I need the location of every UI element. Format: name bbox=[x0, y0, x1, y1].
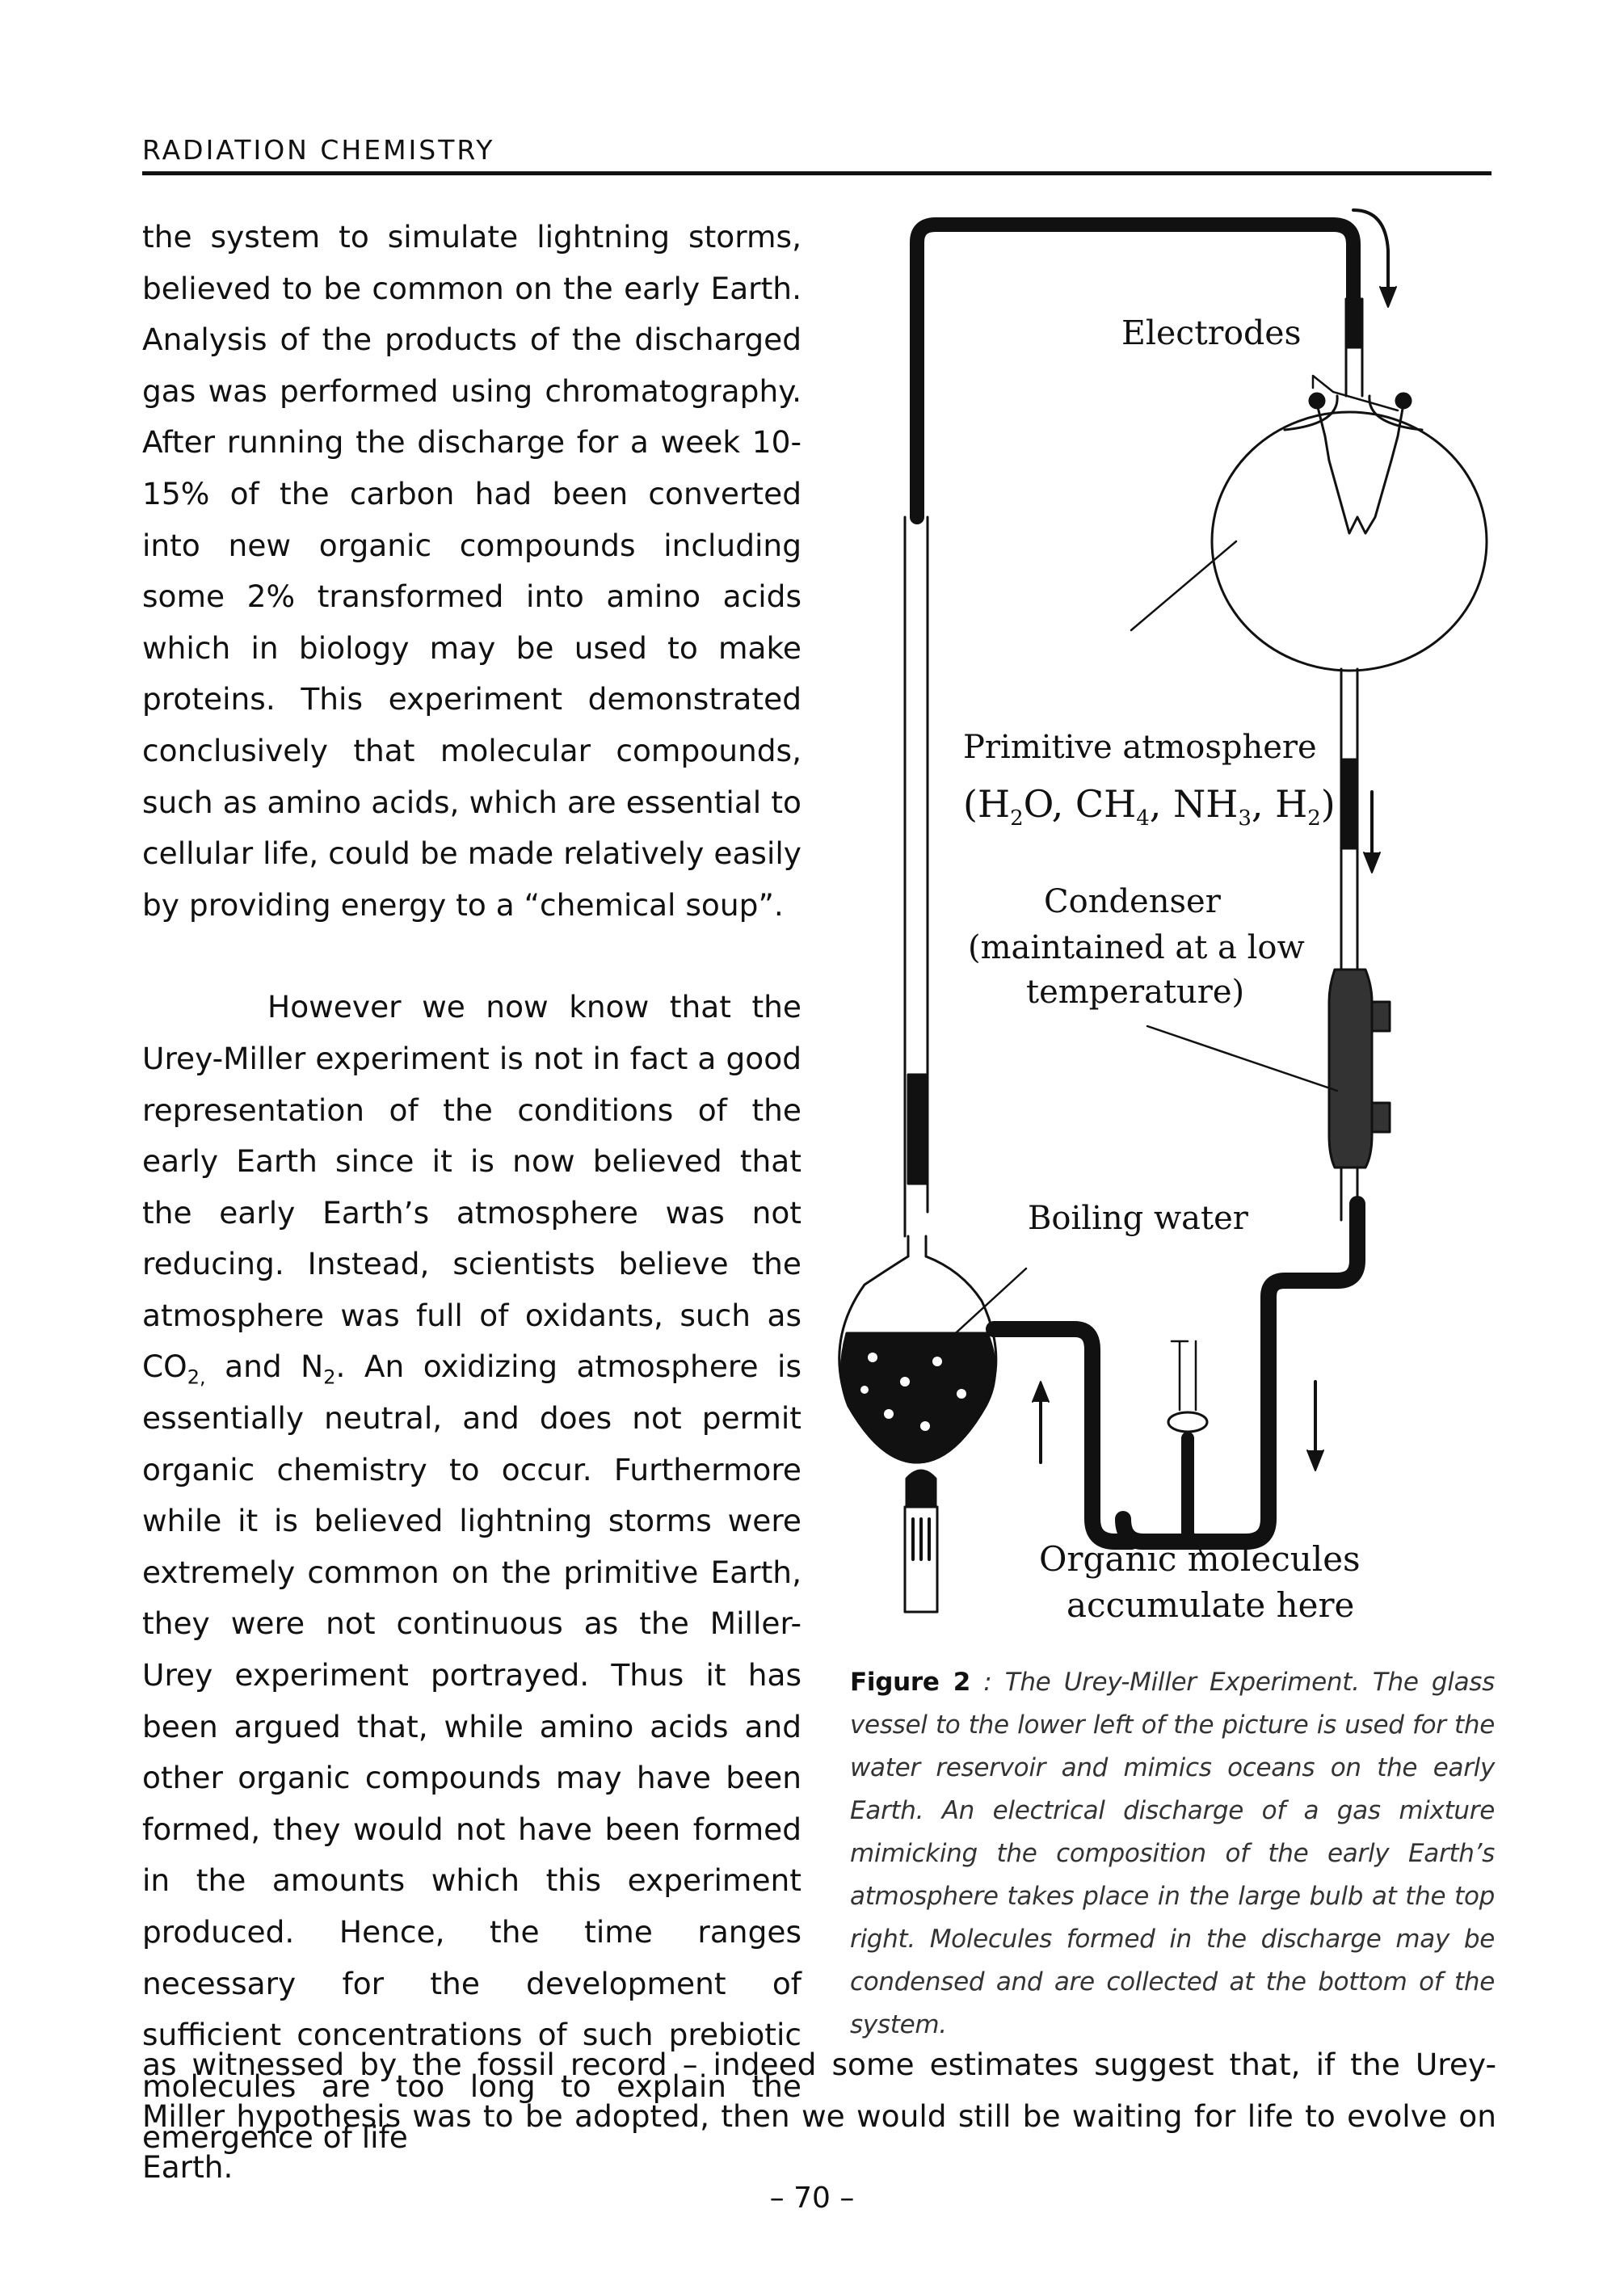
left-glass-tube bbox=[903, 515, 929, 1238]
condenser-arrow-head bbox=[1363, 852, 1381, 873]
up-arrow-head bbox=[1032, 1381, 1050, 1403]
condenser-inlet bbox=[1370, 1000, 1391, 1033]
heater-bars bbox=[911, 1517, 931, 1561]
label-electrodes: Electrodes bbox=[1121, 313, 1302, 352]
paragraph-2-text-a: However we now know that the Urey-Miller… bbox=[142, 989, 801, 1385]
stopcock-tube bbox=[1170, 1340, 1197, 1412]
down-arrow-head bbox=[1306, 1450, 1324, 1471]
body-column: the system to simulate lightning storms,… bbox=[142, 212, 801, 2164]
label-organic-accumulate: accumulate here bbox=[1067, 1585, 1355, 1625]
spark-filament bbox=[1327, 459, 1393, 535]
bulb-neck-bottom bbox=[1340, 667, 1359, 713]
boiling-pointer bbox=[928, 1267, 1028, 1359]
page-number: – 70 – bbox=[769, 2182, 855, 2215]
right-return-tube bbox=[1115, 1196, 1365, 1550]
spark-bulb bbox=[1210, 410, 1488, 672]
header-rule bbox=[142, 171, 1491, 175]
condenser-upper-sleeve bbox=[1341, 758, 1359, 850]
running-header: RADIATION CHEMISTRY bbox=[142, 134, 495, 166]
organic-pointer bbox=[1186, 1517, 1205, 1561]
electrodes-pointer bbox=[1311, 374, 1399, 412]
n2-subscript: 2 bbox=[323, 1365, 336, 1389]
apparatus-diagram bbox=[838, 208, 1488, 1614]
caption-separator: : bbox=[970, 1668, 1005, 1697]
label-organic-molecules: Organic molecules bbox=[1039, 1539, 1361, 1579]
top-arrow bbox=[1352, 208, 1390, 301]
flask-water bbox=[840, 1332, 996, 1464]
paragraph-2-text-b: and N bbox=[205, 1349, 324, 1385]
left-electrode bbox=[1315, 402, 1331, 462]
condenser-pointer bbox=[1146, 1025, 1339, 1092]
paragraph-1: the system to simulate lightning storms,… bbox=[142, 219, 801, 923]
co2-subscript: 2, bbox=[187, 1365, 206, 1389]
label-primitive-atmosphere: Primitive atmosphere bbox=[963, 729, 1317, 766]
caption-label: Figure 2 bbox=[850, 1668, 971, 1697]
electrode-connector bbox=[1344, 297, 1364, 349]
stopcock bbox=[1167, 1411, 1209, 1433]
paragraph-2: However we now know that the Urey-Miller… bbox=[142, 982, 801, 2164]
paragraph-2-continuation: as witnessed by the fossil record – inde… bbox=[142, 2047, 1496, 2186]
atmosphere-pointer bbox=[1130, 540, 1238, 632]
urey-miller-figure: Electrodes Primitive atmosphere (H2O, CH… bbox=[832, 194, 1495, 1648]
paragraph-2-text-c: . An oxidizing atmosphere is essentially… bbox=[142, 1349, 801, 2156]
flask-neck bbox=[907, 1235, 928, 1258]
left-electrode-tip bbox=[1308, 392, 1326, 410]
top-arrow-head bbox=[1379, 286, 1397, 308]
caption-title: The Urey-Miller Experiment. bbox=[1004, 1668, 1360, 1697]
label-condenser-temp: temperature) bbox=[1026, 974, 1245, 1011]
top-tube bbox=[910, 217, 1361, 524]
left-dark-sleeve bbox=[907, 1073, 928, 1185]
condenser-outlet bbox=[1370, 1101, 1391, 1134]
figure-caption: Figure 2 : The Urey-Miller Experiment. T… bbox=[850, 1661, 1495, 2047]
caption-text: The glass vessel to the lower left of th… bbox=[850, 1668, 1496, 2039]
label-boiling-water: Boiling water bbox=[1028, 1200, 1248, 1237]
label-atmosphere-formula: (H2O, CH4, NH3, H2) bbox=[963, 782, 1336, 831]
right-electrode-tip bbox=[1395, 392, 1412, 410]
label-condenser: Condenser bbox=[1044, 883, 1221, 920]
right-electrode bbox=[1390, 402, 1405, 462]
condenser-jacket bbox=[1327, 968, 1374, 1169]
left-return-tube bbox=[986, 1321, 1139, 1550]
heater-top bbox=[905, 1469, 937, 1508]
label-condenser-detail: (maintained at a low bbox=[968, 929, 1305, 966]
